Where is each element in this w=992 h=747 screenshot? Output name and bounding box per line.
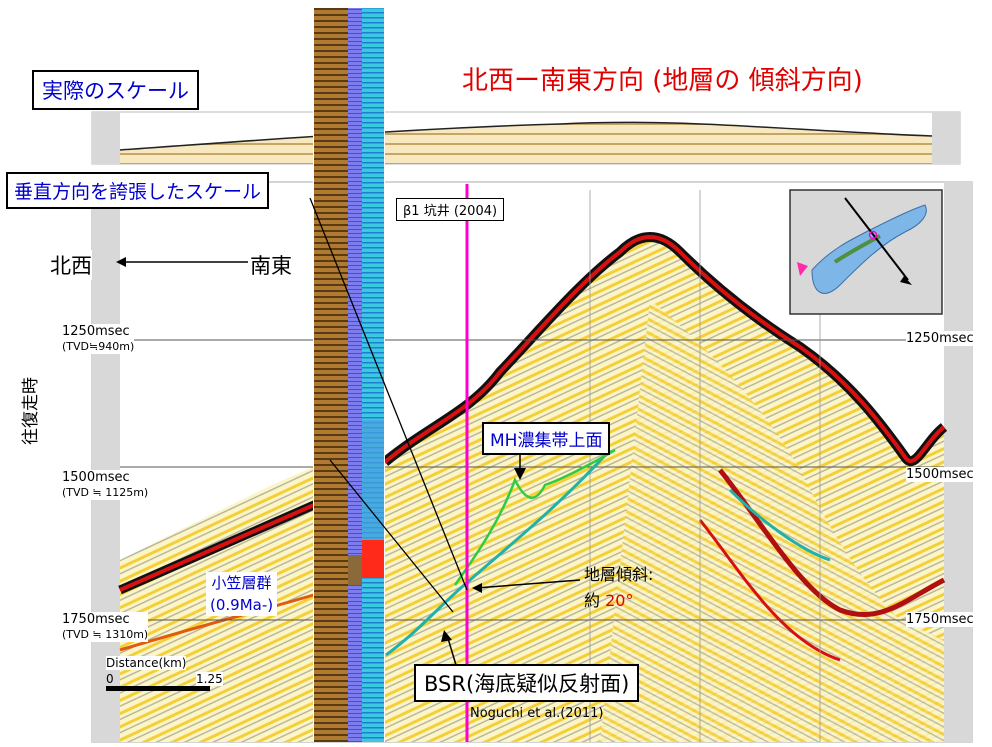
distance-start: 0 — [106, 672, 114, 686]
y-axis-label: 往復走時 — [21, 377, 41, 445]
distance-scale-bar — [106, 686, 210, 691]
time-mark-1500-tvd: (TVD ≒ 1125m) — [62, 486, 149, 499]
direction-northwest: 北西 — [50, 250, 92, 280]
time-mark-1500-value: 1500msec — [62, 470, 130, 485]
time-mark-1250-value: 1250msec — [62, 324, 130, 339]
citation: Noguchi et al.(2011) — [470, 706, 604, 721]
seismic-section — [91, 181, 973, 743]
time-mark-1250-tvd: (TVD≒940m) — [62, 340, 135, 353]
distance-label: Distance(km) — [106, 656, 187, 670]
location-map — [789, 189, 943, 315]
dip-prefix: 約 — [584, 591, 606, 610]
ogasawara-name: 小笠層群 — [211, 574, 272, 592]
time-mark-1250: 1250msec (TVD≒940m) — [62, 324, 135, 354]
ogasawara-group-label: 小笠層群 (0.9Ma-) — [206, 572, 278, 616]
mh-top-label: MH濃集帯上面 — [482, 422, 611, 455]
distance-end: 1.25 — [196, 672, 223, 686]
right-time-mark-1750: 1750msec — [906, 612, 974, 627]
well-label: β1 坑井 (2004) — [396, 198, 505, 221]
time-mark-1750-value: 1750msec — [62, 612, 130, 627]
well-log-strip — [313, 6, 385, 742]
bsr-label: BSR(海底疑似反射面) — [414, 664, 640, 702]
dip-value-line: 約 20° — [584, 588, 653, 614]
ogasawara-age: (0.9Ma-) — [210, 596, 274, 614]
annotation-arrows — [116, 197, 581, 666]
exaggerated-scale-label: 垂直方向を誇張したスケール — [6, 172, 270, 209]
real-scale-section — [91, 111, 961, 165]
direction-southeast: 南東 — [250, 250, 292, 280]
right-time-mark-1250: 1250msec — [906, 331, 974, 346]
figure-title: 北西ー南東方向 (地層の 傾斜方向) — [462, 66, 863, 96]
dip-label: 地層傾斜: — [584, 565, 654, 584]
time-mark-1500: 1500msec (TVD ≒ 1125m) — [62, 470, 149, 500]
time-mark-1750-tvd: (TVD ≒ 1310m) — [62, 628, 149, 641]
time-mark-1750: 1750msec (TVD ≒ 1310m) — [62, 612, 149, 642]
dip-value: 20° — [605, 591, 634, 610]
right-time-mark-1500: 1500msec — [906, 467, 974, 482]
real-scale-label: 実際のスケール — [32, 70, 199, 110]
dip-annotation: 地層傾斜: 約 20° — [584, 562, 653, 614]
